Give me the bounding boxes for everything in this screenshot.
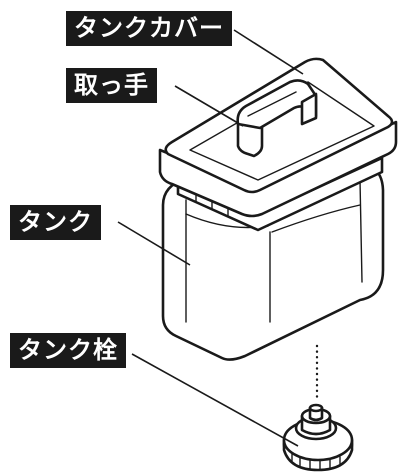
tank-label: タンク [10,205,101,240]
handle-leader-line [174,85,244,127]
tank-plug-label: タンク栓 [10,333,126,368]
tank-leader-line [117,221,191,266]
handle [236,79,318,158]
tank-body [161,163,385,361]
plug-leader-line [131,353,299,447]
cover-leader-line [233,29,304,75]
tank-cover-label: タンクカバー [66,11,232,46]
tank-plug [282,403,354,472]
tank-cover [158,57,398,218]
handle-label: 取っ手 [66,68,157,103]
